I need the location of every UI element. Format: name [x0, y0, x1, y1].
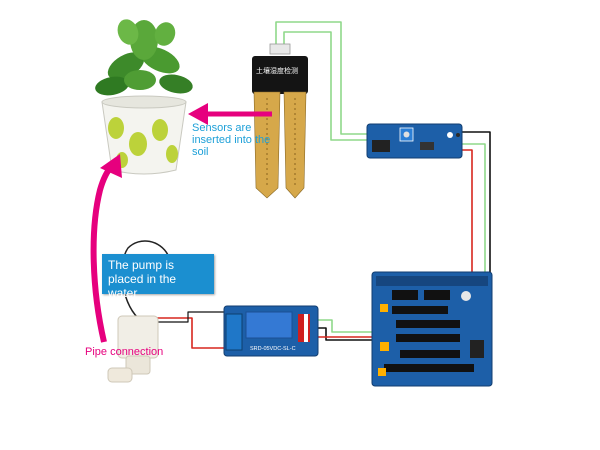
sensors-callout-label: Sensors are inserted into the soil	[192, 122, 271, 158]
soil-sensor-silkscreen: 土壤湿度检测	[256, 66, 298, 75]
pipe-arrow-head	[100, 154, 122, 178]
wires	[121, 21, 491, 349]
relay-silkscreen: SRD-05VDC-SL-C	[250, 346, 296, 352]
green-wire-relay	[315, 319, 385, 333]
pipe-connection-label: Pipe connection	[85, 346, 164, 358]
sensor-amplifier-module	[366, 123, 463, 159]
sensor-connector	[269, 43, 291, 55]
black-wire-relay	[315, 327, 385, 341]
sensor-arrow-head	[188, 103, 208, 125]
pipe-arrow-shaft	[90, 163, 115, 343]
green-wire-sensor-2	[283, 31, 367, 141]
arduino-sensor-shield	[371, 271, 493, 387]
relay-module: SRD-05VDC-SL-C	[223, 305, 319, 357]
red-wire-power	[462, 149, 473, 300]
potted-plant	[95, 19, 193, 175]
soil-moisture-sensor: 土壤湿度检测	[252, 43, 308, 199]
plant-leaves	[95, 19, 193, 96]
relay-cube	[245, 311, 293, 339]
pump-callout-box: The pump is placed in the water	[102, 254, 214, 300]
water-pump	[107, 315, 159, 383]
green-wire-sensor-1	[275, 21, 367, 135]
pump-cable	[121, 240, 169, 319]
relay-terminal	[225, 313, 243, 351]
black-wire-pump	[150, 311, 226, 323]
red-wire-pump	[150, 317, 226, 349]
flow-arrows	[90, 103, 272, 343]
